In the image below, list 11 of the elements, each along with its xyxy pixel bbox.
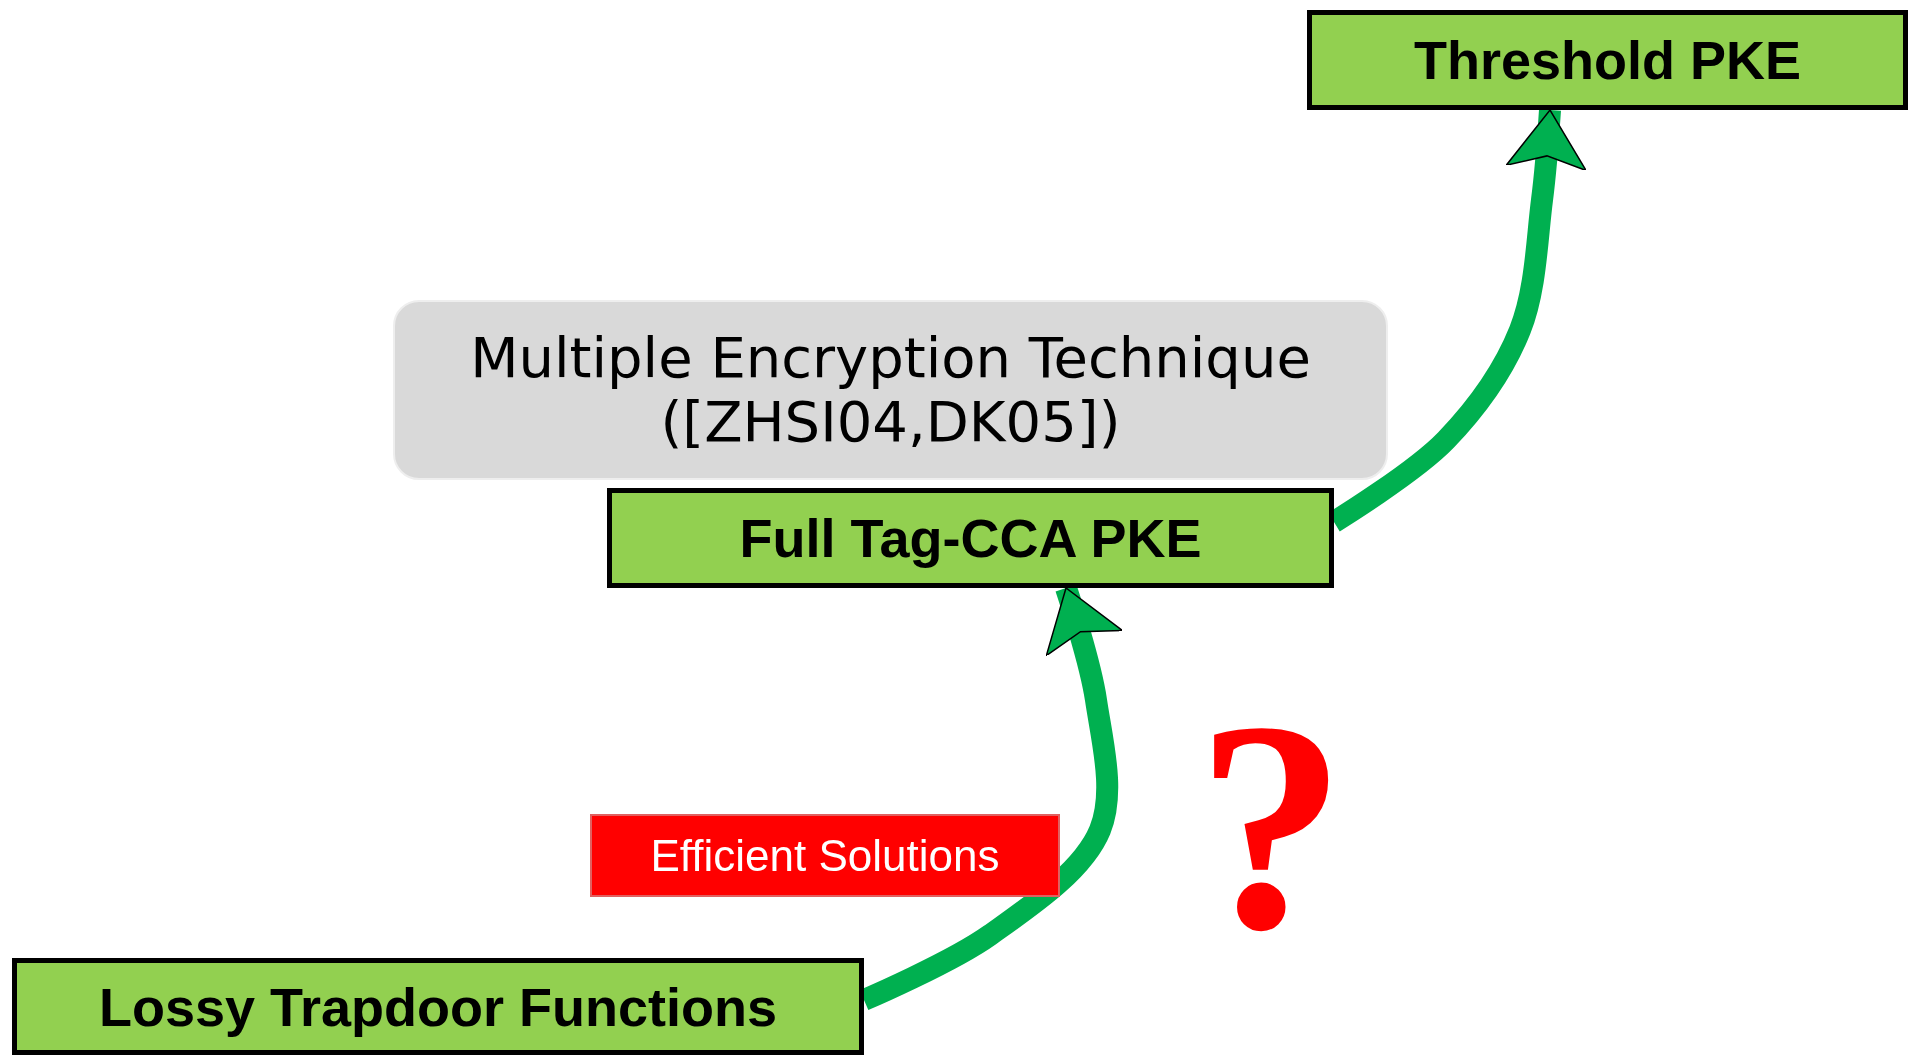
box-label: Efficient Solutions <box>650 830 1000 881</box>
box-label: Lossy Trapdoor Functions <box>98 975 778 1038</box>
box-label: Threshold PKE <box>1413 29 1801 91</box>
technique-box <box>393 300 1388 480</box>
box-label: Full Tag-CCA PKE <box>739 507 1202 569</box>
process-box <box>607 488 1334 588</box>
process-box <box>12 958 864 1055</box>
highlight-box <box>590 814 1060 897</box>
box-label: Multiple Encryption Technique ([ZHSI04,DK05]) <box>469 325 1312 455</box>
process-box <box>1307 10 1908 110</box>
question-mark: ? <box>1196 676 1346 976</box>
